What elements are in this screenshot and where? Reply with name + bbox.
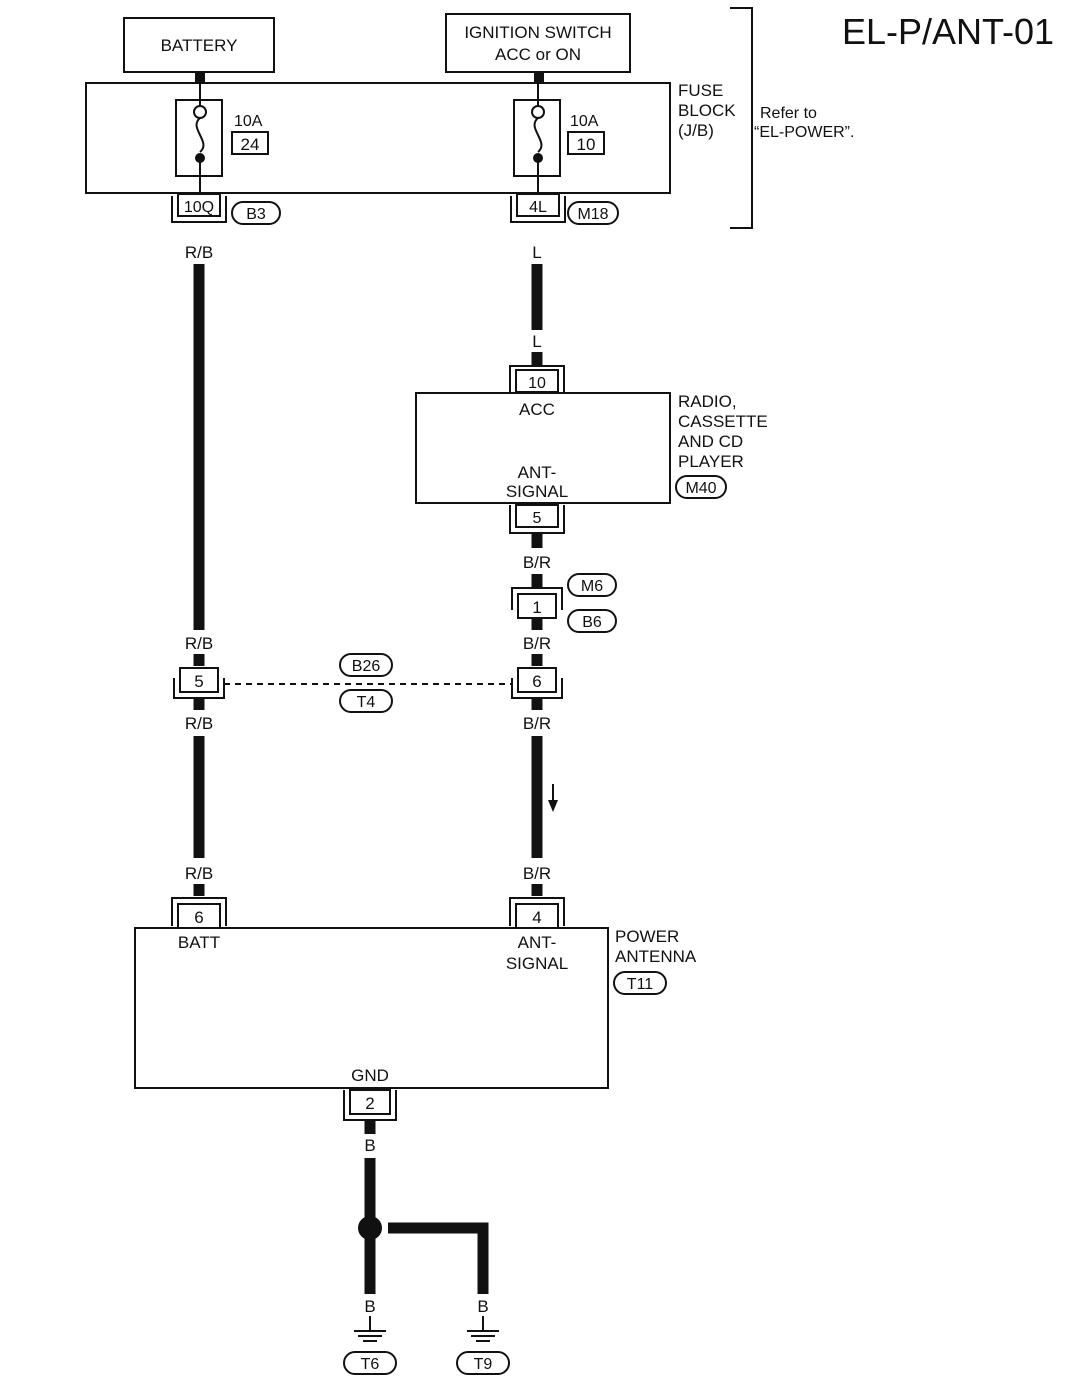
connector-t11-label: T11: [627, 976, 653, 993]
power-antenna-box: [134, 927, 609, 1089]
radio-label-4: PLAYER: [678, 452, 744, 471]
antenna-pin-4-label: 4: [532, 908, 541, 927]
terminal-10q: 10Q: [171, 193, 227, 223]
connector-m18-label: M18: [577, 206, 608, 223]
fuse-left-number-box: [231, 131, 269, 155]
antenna-batt-label: BATT: [178, 933, 220, 952]
radio-acc-label: ACC: [519, 400, 555, 419]
wire-rb-label-1: R/B: [185, 243, 213, 262]
ground-t6-label: T6: [361, 1356, 380, 1373]
wire-rb-label-2: R/B: [185, 634, 213, 653]
terminal-4l-label: 4L: [529, 199, 547, 216]
terminal-4l: 4L: [510, 193, 566, 223]
connector-b3-label: B3: [246, 206, 266, 223]
connector-t4: T4: [339, 689, 393, 713]
radio-label-3: AND CD: [678, 432, 743, 451]
connector-pin-5-left: 5: [173, 667, 225, 699]
radio-sig-label-2: SIGNAL: [506, 482, 568, 501]
antenna-sig-label-2: SIGNAL: [506, 954, 568, 973]
connector-pin-1: 1: [511, 587, 563, 619]
pin-6-right-label: 6: [532, 672, 541, 691]
refer-bracket: [730, 7, 753, 229]
fuse-left-number: 24: [241, 135, 260, 154]
connector-m40: M40: [675, 475, 727, 499]
fuse-right-rating: 10A: [570, 113, 599, 130]
wire-rb-label-4: R/B: [185, 864, 213, 883]
ground-t9-label: T9: [474, 1356, 493, 1373]
radio-pin-5: 5: [509, 504, 565, 534]
fuse-left-pin-top: [193, 105, 207, 119]
connector-b6-label: B6: [582, 614, 602, 631]
fuse-block-label-2: BLOCK: [678, 101, 736, 120]
refer-text-1: Refer to: [760, 105, 817, 122]
battery-label: BATTERY: [161, 36, 238, 55]
antenna-sig-label-1: ANT-: [518, 933, 557, 952]
connector-m40-label: M40: [685, 480, 716, 497]
fuse-right-pin-top: [531, 105, 545, 119]
connector-pin-6-right: 6: [511, 667, 563, 699]
antenna-pin-4: 4: [509, 897, 565, 929]
connector-m6-label: M6: [581, 578, 603, 595]
connector-t11: T11: [613, 971, 667, 995]
antenna-pin-2-label: 2: [365, 1094, 374, 1113]
terminal-10q-label: 10Q: [184, 199, 214, 216]
antenna-pin-6: 6: [171, 897, 227, 929]
connector-t4-label: T4: [357, 694, 376, 711]
wire-br-label-1: B/R: [523, 553, 551, 572]
connector-t6: T6: [343, 1351, 397, 1375]
radio-sig-label-1: ANT-: [518, 463, 557, 482]
antenna-pin-2: 2: [343, 1089, 397, 1121]
ignition-label-1: IGNITION SWITCH: [464, 23, 611, 42]
battery-stub: [195, 72, 205, 84]
antenna-label-1: POWER: [615, 927, 679, 946]
connector-b6: B6: [567, 609, 617, 633]
splice-point: [358, 1216, 382, 1240]
wire-b-label-2: B: [364, 1297, 375, 1316]
fuse-right-number-box: [567, 131, 605, 155]
connector-t9: T9: [456, 1351, 510, 1375]
ignition-label-2: ACC or ON: [495, 45, 581, 64]
radio-box: [415, 392, 671, 504]
wire-b-label-1: B: [364, 1136, 375, 1155]
fuse-left-rating: 10A: [234, 113, 263, 130]
ground-icon-t6: [354, 1316, 386, 1342]
wire-l-label-2: L: [532, 332, 541, 351]
ignition-switch-box: [445, 13, 631, 73]
connector-b3: B3: [231, 201, 281, 225]
fuse-right-number: 10: [577, 135, 596, 154]
radio-label-1: RADIO,: [678, 392, 737, 411]
wire-b-label-3: B: [477, 1297, 488, 1316]
wire-br-label-2: B/R: [523, 634, 551, 653]
antenna-gnd-label: GND: [351, 1066, 389, 1085]
wire-br-label-3: B/R: [523, 714, 551, 733]
wire-br-label-4: B/R: [523, 864, 551, 883]
fuse-block-label-3: (J/B): [678, 121, 714, 140]
pin-1-label: 1: [532, 598, 541, 617]
pin-5-left-label: 5: [194, 672, 203, 691]
radio-pin-10-label: 10: [528, 375, 546, 392]
fuse-block-label-1: FUSE: [678, 81, 723, 100]
connector-b26: B26: [339, 653, 393, 677]
fuse-left-element: [195, 117, 205, 153]
radio-pin-10: 10: [509, 365, 565, 393]
antenna-pin-6-label: 6: [194, 908, 203, 927]
wire-b-branch: [388, 1222, 489, 1294]
ground-icon-t9: [467, 1316, 499, 1342]
antenna-label-2: ANTENNA: [615, 947, 697, 966]
radio-pin-5-label: 5: [533, 510, 542, 527]
connector-m6: M6: [567, 573, 617, 597]
connector-m18: M18: [567, 201, 619, 225]
wire-l-label-1: L: [532, 243, 541, 262]
fuse-right-element: [533, 117, 543, 153]
diagram-code: EL-P/ANT-01: [842, 11, 1054, 52]
radio-label-2: CASSETTE: [678, 412, 768, 431]
signal-direction-arrow-icon: [548, 784, 558, 812]
wire-rb-label-3: R/B: [185, 714, 213, 733]
connector-b26-label: B26: [352, 658, 381, 675]
refer-text-2: “EL-POWER”.: [754, 124, 854, 141]
ignition-stub: [534, 72, 544, 84]
